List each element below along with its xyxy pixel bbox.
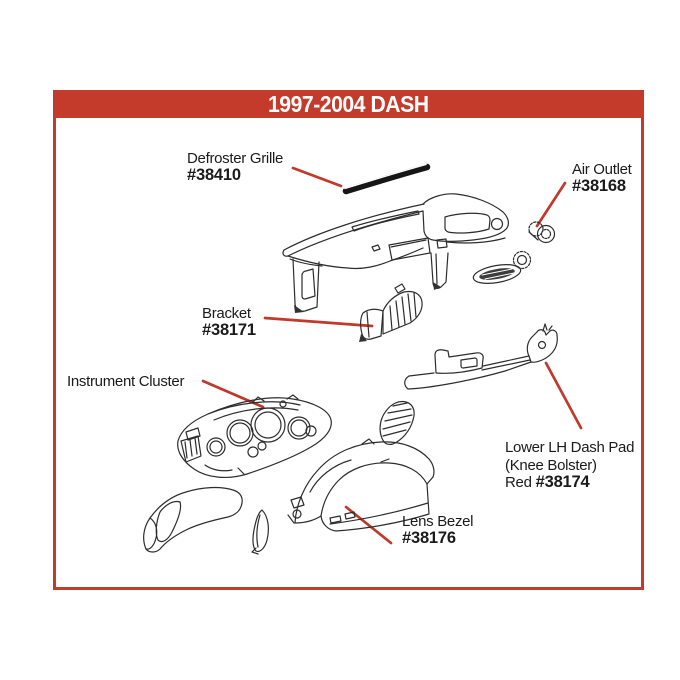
lens-bezel-part-number: #38176 [402, 529, 456, 547]
lens-bezel-part [287, 438, 435, 532]
title-bar: 1997-2004 DASH [53, 90, 644, 118]
lower-lh-dash-pad-color: Red [505, 474, 532, 491]
label-air-outlet: Air Outlet #38168 [572, 161, 632, 195]
leader-lens-bezel [344, 505, 393, 545]
lower-lh-dash-pad-name-line1: Lower LH Dash Pad [505, 439, 635, 456]
bracket-part [359, 283, 423, 342]
bracket-name: Bracket [202, 305, 251, 322]
label-instrument-cluster: Instrument Cluster [67, 373, 184, 390]
side-vent-oval [472, 264, 522, 284]
vent-duct-part [379, 400, 415, 445]
left-trim-pad-part [143, 486, 243, 553]
air-outlet-parts [472, 221, 556, 284]
filler-sliver-part [251, 509, 269, 555]
defroster-grille-name: Defroster Grille [187, 150, 284, 167]
lower-lh-dash-pad-line3: Red#38174 [505, 473, 634, 492]
lower-lh-dash-pad-part-number: #38174 [535, 473, 590, 491]
instrument-cluster-part [177, 394, 332, 479]
label-defroster-grille: Defroster Grille #38410 [187, 150, 283, 184]
bracket-part-number: #38171 [202, 321, 256, 339]
leader-lower-lh-dash-pad [544, 361, 583, 430]
defroster-grille-part [342, 163, 431, 195]
leader-defroster-grille [291, 166, 343, 188]
leader-bracket [263, 316, 374, 328]
defroster-grille-part-number: #38410 [187, 166, 241, 184]
lower-lh-dash-pad-name-line2: (Knee Bolster) [505, 456, 597, 474]
label-lens-bezel: Lens Bezel #38176 [402, 513, 474, 547]
label-bracket: Bracket #38171 [202, 305, 256, 339]
leader-air-outlet [535, 181, 567, 228]
air-outlet-part-number: #38168 [572, 177, 626, 195]
page-title: 1997-2004 DASH [268, 90, 429, 117]
lower-lh-dash-pad-part [404, 323, 558, 390]
label-lower-lh-dash-pad: Lower LH Dash Pad (Knee Bolster) Red#381… [505, 439, 634, 492]
dash-assembly-part [282, 193, 509, 313]
lens-bezel-name: Lens Bezel [402, 513, 474, 530]
air-outlet-name: Air Outlet [572, 161, 632, 178]
instrument-cluster-name: Instrument Cluster [67, 373, 185, 390]
